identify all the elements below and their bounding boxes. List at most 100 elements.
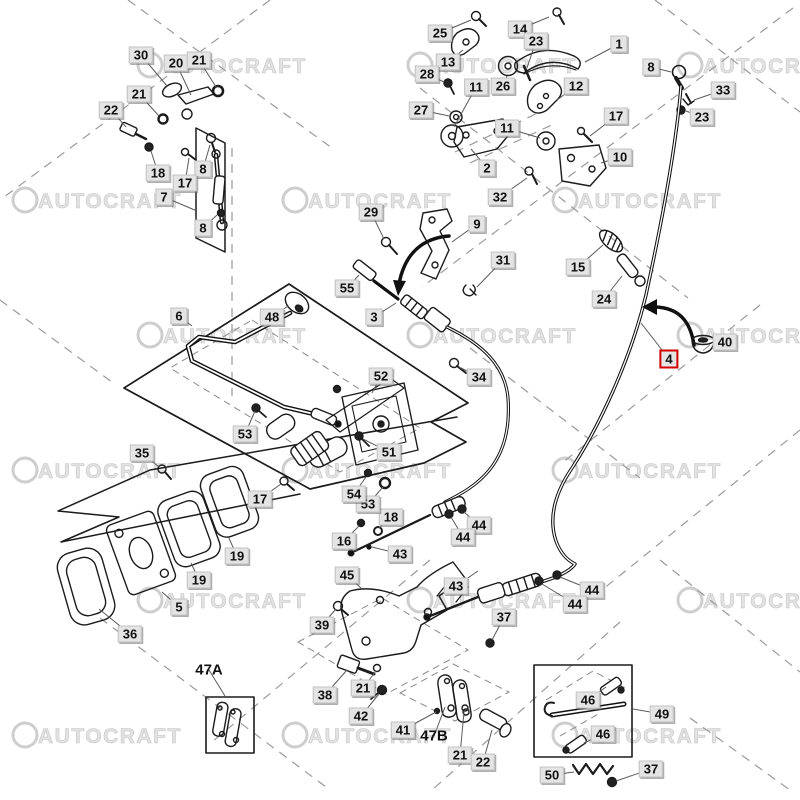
part-label-17[interactable]: 17: [603, 107, 629, 125]
part-label-43[interactable]: 43: [443, 577, 469, 595]
part-label-54[interactable]: 54: [341, 485, 367, 503]
part-label-44[interactable]: 44: [562, 595, 588, 613]
part-label-20[interactable]: 20: [163, 54, 189, 72]
part-label-39[interactable]: 39: [309, 616, 335, 634]
part-label-8[interactable]: 8: [642, 58, 660, 76]
watermark: AUTOCRAFT: [281, 186, 452, 214]
part-label-53[interactable]: 53: [232, 425, 258, 443]
watermark: AUTOCRAFT: [406, 51, 577, 79]
watermark: AUTOCRAFT: [11, 456, 182, 484]
part-label-21[interactable]: 21: [186, 51, 212, 69]
part-label-13[interactable]: 13: [435, 53, 461, 71]
part-label-19[interactable]: 19: [224, 547, 250, 565]
svg-text:AUTOCRAFT: AUTOCRAFT: [433, 55, 577, 78]
part-label-44[interactable]: 44: [450, 528, 476, 546]
part-label-8[interactable]: 8: [194, 219, 212, 237]
part-label-40[interactable]: 40: [712, 333, 738, 351]
part-label-2[interactable]: 2: [478, 159, 496, 177]
part-label-31[interactable]: 31: [490, 251, 516, 269]
part-label-44[interactable]: 44: [579, 581, 605, 599]
part-label-43[interactable]: 43: [387, 545, 413, 563]
part-label-22[interactable]: 22: [470, 753, 496, 771]
part-label-23[interactable]: 23: [689, 108, 715, 126]
part-label-36[interactable]: 36: [117, 625, 143, 643]
part-label-27[interactable]: 27: [408, 101, 434, 119]
part-label-24[interactable]: 24: [591, 290, 617, 308]
part-label-3[interactable]: 3: [365, 308, 383, 326]
part-label-5[interactable]: 5: [170, 598, 188, 616]
part-label-10[interactable]: 10: [607, 148, 633, 166]
part-label-30[interactable]: 30: [128, 46, 154, 64]
svg-text:AUTOCRAFT: AUTOCRAFT: [578, 190, 722, 213]
watermark: AUTOCRAFT: [676, 586, 800, 614]
watermark: AUTOCRAFT: [11, 186, 182, 214]
part-label-8[interactable]: 8: [194, 160, 212, 178]
part-label-23[interactable]: 23: [523, 32, 549, 50]
part-label-42[interactable]: 42: [348, 707, 374, 725]
watermark: AUTOCRAFT: [676, 51, 800, 79]
part-label-29[interactable]: 29: [358, 203, 384, 221]
part-label-47B[interactable]: 47B: [420, 727, 448, 745]
watermark: AUTOCRAFT: [136, 586, 307, 614]
part-label-35[interactable]: 35: [129, 444, 155, 462]
watermark: AUTOCRAFT: [406, 321, 577, 349]
part-label-11[interactable]: 11: [495, 119, 519, 137]
svg-text:AUTOCRAFT: AUTOCRAFT: [308, 190, 452, 213]
watermark: AUTOCRAFT: [551, 456, 722, 484]
leader-line: [208, 669, 226, 697]
part-label-25[interactable]: 25: [427, 24, 453, 42]
svg-text:AUTOCRAFT: AUTOCRAFT: [163, 325, 307, 348]
part-label-18[interactable]: 18: [145, 164, 171, 182]
part-label-19[interactable]: 19: [186, 571, 212, 589]
part-label-34[interactable]: 34: [466, 368, 492, 386]
part-label-9[interactable]: 9: [468, 215, 486, 233]
part-label-7[interactable]: 7: [155, 188, 173, 206]
part-label-51[interactable]: 51: [376, 443, 402, 461]
part-label-17[interactable]: 17: [172, 174, 198, 192]
part-label-46[interactable]: 46: [575, 691, 601, 709]
part-label-22[interactable]: 22: [98, 101, 124, 119]
part-label-48[interactable]: 48: [259, 308, 285, 326]
part-label-37[interactable]: 37: [491, 608, 517, 626]
part-label-21[interactable]: 21: [447, 746, 473, 764]
svg-text:AUTOCRAFT: AUTOCRAFT: [163, 590, 307, 613]
part-label-26[interactable]: 26: [490, 77, 516, 95]
svg-text:AUTOCRAFT: AUTOCRAFT: [433, 590, 577, 613]
part-label-46[interactable]: 46: [590, 725, 616, 743]
part-label-16[interactable]: 16: [331, 532, 357, 550]
svg-text:AUTOCRAFT: AUTOCRAFT: [433, 325, 577, 348]
part-label-45[interactable]: 45: [334, 566, 360, 584]
leader-line: [433, 706, 446, 737]
part-label-4-highlighted[interactable]: 4: [659, 349, 679, 369]
part-label-6[interactable]: 6: [170, 307, 188, 325]
part-shapes: [56, 7, 715, 788]
part-label-1[interactable]: 1: [610, 35, 628, 53]
part-label-50[interactable]: 50: [539, 766, 565, 784]
part-label-17[interactable]: 17: [247, 490, 273, 508]
svg-text:AUTOCRAFT: AUTOCRAFT: [578, 460, 722, 483]
part-label-47A[interactable]: 47A: [195, 661, 223, 679]
part-label-32[interactable]: 32: [487, 188, 513, 206]
part-label-52[interactable]: 52: [368, 367, 394, 385]
part-label-28[interactable]: 28: [414, 65, 440, 83]
svg-text:AUTOCRAFT: AUTOCRAFT: [703, 590, 800, 613]
watermark: AUTOCRAFT: [136, 321, 307, 349]
svg-text:AUTOCRAFT: AUTOCRAFT: [703, 55, 800, 78]
part-label-12[interactable]: 12: [563, 77, 589, 95]
svg-text:AUTOCRAFT: AUTOCRAFT: [38, 460, 182, 483]
part-label-38[interactable]: 38: [312, 686, 338, 704]
part-label-21[interactable]: 21: [350, 679, 376, 697]
part-label-11[interactable]: 11: [464, 78, 488, 96]
part-label-15[interactable]: 15: [565, 258, 591, 276]
part-label-18[interactable]: 18: [378, 508, 404, 526]
part-label-49[interactable]: 49: [649, 705, 675, 723]
part-label-21[interactable]: 21: [126, 85, 152, 103]
part-label-33[interactable]: 33: [710, 81, 736, 99]
part-label-41[interactable]: 41: [390, 721, 416, 739]
part-label-37[interactable]: 37: [638, 760, 664, 778]
part-label-55[interactable]: 55: [334, 279, 360, 297]
watermark: AUTOCRAFT: [11, 721, 181, 749]
svg-text:AUTOCRAFT: AUTOCRAFT: [38, 190, 182, 213]
